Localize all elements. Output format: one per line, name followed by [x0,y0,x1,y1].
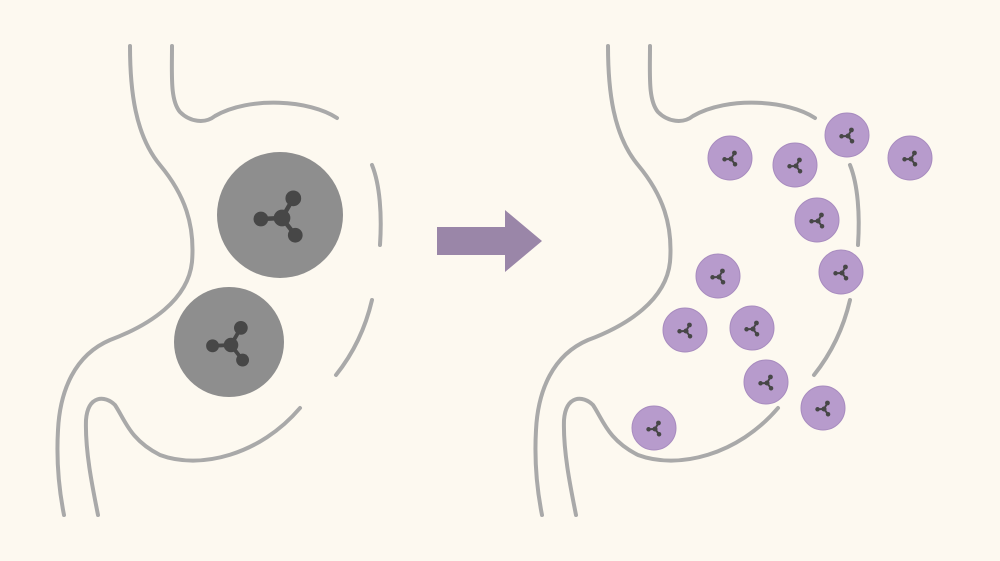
molecule-icon [677,322,693,339]
molecule-icon [787,157,803,174]
small-particle [743,359,789,405]
arrow-right-icon [437,210,542,272]
stomach-wall-segment [55,44,195,517]
small-particle [794,197,840,243]
small-particle [662,307,708,353]
small-particle [631,405,677,451]
right-panel-dissolved [533,44,933,517]
stomach-wall-segment [83,396,302,517]
small-particle [800,385,846,431]
small-particle [818,249,864,295]
stomach-outline [55,44,383,517]
molecule-icon [744,320,760,337]
molecule-icon [646,420,662,437]
stomach-wall-segment [812,298,852,377]
molecule-icon [758,374,774,391]
molecule-icon [833,264,849,281]
molecule-icon [710,268,726,285]
molecule-icon [722,150,738,167]
stomach-wall-segment [370,163,383,247]
molecule-icon [815,400,831,417]
large-particle [174,287,284,397]
small-particle [887,135,933,181]
stomach-wall-segment [647,44,817,123]
small-particle [695,253,741,299]
arrow-shape [437,210,542,272]
molecule-icon [253,190,303,243]
large-particle [217,152,343,278]
small-particle [707,135,753,181]
small-particle [729,305,775,351]
stomach-wall-segment [334,298,374,377]
molecule-icon [206,320,250,367]
molecule-icon [809,212,825,229]
stomach-outline [533,44,861,517]
small-particle [772,142,818,188]
left-panel-undissolved [55,44,383,517]
stomach-wall-segment [169,44,339,123]
stomach-wall-segment [533,44,673,517]
molecule-icon [902,150,918,167]
stomach-wall-segment [848,163,861,247]
stomach-wall-segment [561,396,780,517]
small-particle [824,112,870,158]
molecule-icon [839,127,855,144]
